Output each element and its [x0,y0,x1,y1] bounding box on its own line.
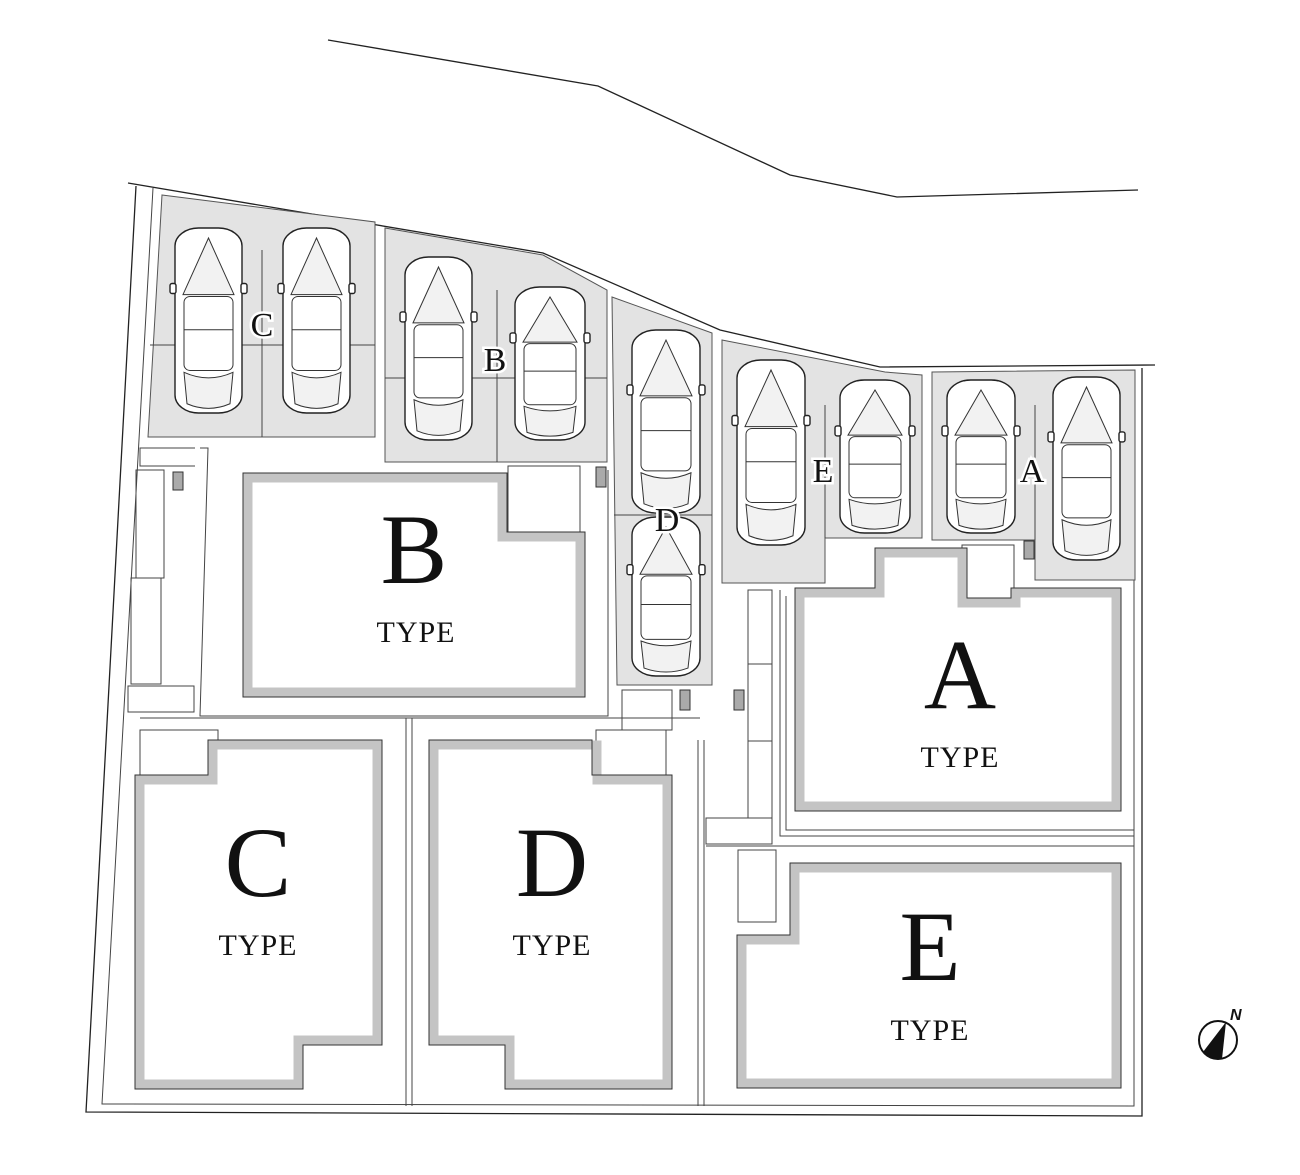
parking-label-a: A [1020,453,1045,490]
lot-letter-b: B [381,494,448,605]
site-boundary-top [127,182,1156,368]
car-icon [731,359,811,546]
house-c: C TYPE [134,739,383,1090]
car-icon [626,516,706,677]
site-boundary [85,185,1143,1117]
house-d: D TYPE [428,739,673,1090]
car-icon [399,256,478,441]
lot-letter-a: A [924,619,996,730]
north-compass: N [1198,1007,1242,1060]
car-icon [169,227,248,414]
parking-label-d: D [655,502,680,539]
parking-label-b: B [484,342,507,379]
road-edge [327,39,1139,198]
house-b: B TYPE [242,472,586,698]
compass-needle-icon [1203,1022,1226,1060]
lot-type-b: TYPE [377,616,456,649]
car-icon [509,286,591,441]
car-icon [626,329,706,514]
car-icon [1047,376,1126,561]
lot-type-e: TYPE [891,1014,970,1047]
lot-letter-e: E [899,891,960,1002]
lot-letter-d: D [516,807,588,918]
house-e: E TYPE [736,862,1122,1089]
lot-partitions [127,447,1134,1106]
car-icon [941,379,1021,534]
lot-type-d: TYPE [513,929,592,962]
lot-letter-c: C [225,807,292,918]
parking-label-c: C [251,307,274,344]
compass-north-label: N [1230,1007,1242,1024]
car-icon [277,227,356,414]
parking-label-e: E [813,453,834,490]
house-a: A TYPE [794,547,1122,812]
lot-type-c: TYPE [219,929,298,962]
utility-meters [172,466,1035,711]
lot-type-a: TYPE [921,741,1000,774]
cars [169,227,1126,677]
car-icon [834,379,916,534]
inner-boundary [101,187,1135,1107]
